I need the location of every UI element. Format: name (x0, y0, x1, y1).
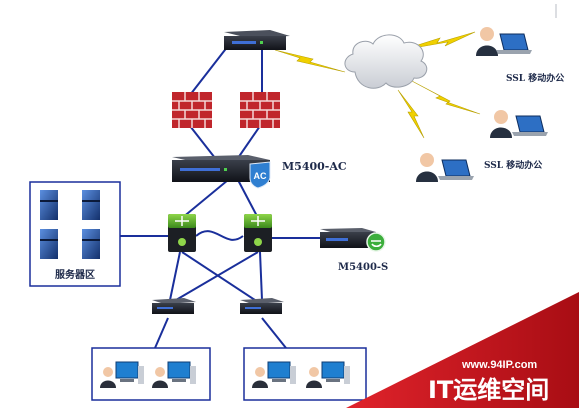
ac-badge-text: AC (254, 171, 267, 181)
ssl-office-label-top: SSL 移动办公 (506, 72, 564, 84)
ac-device-label: M5400-AC (282, 160, 347, 173)
server-icons (40, 190, 100, 259)
office-group-right (243, 347, 367, 401)
watermark-brand: IT运维空间 (428, 376, 549, 404)
s-device-label: M5400-S (338, 262, 388, 273)
remote-user-bottom (416, 153, 474, 182)
office-group-left (91, 347, 211, 401)
firewall-left (172, 92, 212, 128)
server-zone: 服务器区 (29, 181, 121, 287)
watermark-url: www.94IP.com (461, 359, 537, 371)
core-switch-left (168, 214, 196, 252)
server-zone-label: 服务器区 (55, 268, 95, 281)
firewall-right (240, 92, 280, 128)
ssl-office-label-bottom: SSL 移动办公 (484, 159, 542, 171)
access-switch-left (152, 298, 196, 314)
access-switch-right (240, 298, 284, 314)
s-appliance (320, 228, 386, 252)
workstation-icon (306, 361, 350, 388)
remote-user-top (476, 27, 532, 56)
core-router (224, 30, 290, 50)
workstation-icon (152, 361, 196, 388)
core-switch-right (244, 214, 272, 252)
remote-user-middle (490, 110, 548, 138)
workstation-icon (100, 361, 144, 388)
wan-links (274, 31, 481, 139)
internet-cloud (344, 34, 428, 89)
workstation-icon (252, 361, 296, 388)
watermark: www.94IP.com IT运维空间 (346, 292, 579, 408)
link-lines (120, 45, 322, 349)
ac-appliance: AC (172, 155, 271, 189)
